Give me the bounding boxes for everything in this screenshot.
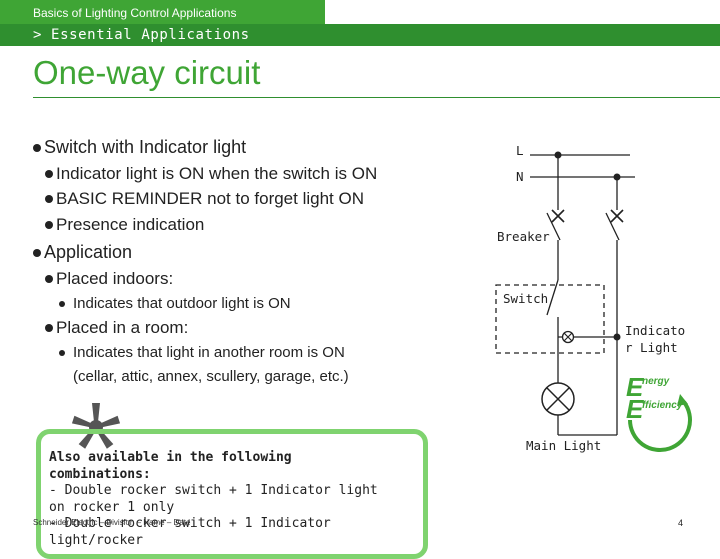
label-breaker: Breaker [497, 229, 550, 244]
bullet-dot-icon [45, 275, 53, 283]
svg-text:nergy: nergy [642, 376, 670, 387]
bullet-basic-reminder: BASIC REMINDER not to forget light ON [45, 189, 364, 209]
breaker-neutral-cross-icon [610, 209, 624, 223]
header-title: Basics of Lighting Control Applications [33, 6, 237, 20]
label-indicator-1: Indicato [625, 323, 685, 338]
label-N: N [516, 169, 524, 184]
breaker-phase-cross-icon [551, 209, 565, 223]
switch-contact [546, 279, 559, 316]
callout-heading-1: Also available in the following [49, 450, 292, 465]
bullet-placed-room: Placed in a room: [45, 318, 188, 338]
energy-efficiency-logo: E nergy E fficiency [626, 372, 692, 452]
bullet-dot-icon [45, 221, 53, 229]
junction-indicator [613, 333, 621, 341]
bullet-dot-icon [59, 301, 65, 307]
header-green-block [0, 0, 325, 24]
page-number: 4 [678, 518, 684, 528]
bullet-another-room: Indicates that light in another room is … [59, 344, 345, 361]
footer-left: Schneider Electric – Division – Name – D… [33, 518, 191, 527]
bullet-dot-icon [45, 195, 53, 203]
title-rule [33, 97, 720, 98]
bullet-another-room-cont: (cellar, attic, annex, scullery, garage,… [73, 368, 349, 385]
bullet-application: Application [33, 242, 132, 263]
breaker-phase-contact [546, 212, 561, 241]
switch-box [495, 284, 605, 354]
label-L: L [516, 143, 524, 158]
svg-text:E: E [626, 394, 644, 424]
callout-heading-2: combinations: [49, 466, 151, 482]
bullet-dot-icon [33, 144, 41, 152]
breaker-neutral-contact [605, 212, 620, 241]
bullet-dot-icon [59, 350, 65, 356]
label-indicator-2: r Light [625, 340, 678, 355]
bullet-dot-icon [45, 170, 53, 178]
bullet-switch-indicator: Switch with Indicator light [33, 137, 246, 158]
bullet-placed-indoors: Placed indoors: [45, 269, 173, 289]
callout-line-3: - Double rocker switch + 1 Indicator [49, 516, 331, 531]
label-main-light: Main Light [526, 438, 601, 453]
bullet-dot-icon [45, 324, 53, 332]
header-subtitle: > Essential Applications [33, 27, 250, 43]
header-subtitle-band [0, 24, 720, 46]
bullet-dot-icon [33, 249, 41, 257]
bullet-presence: Presence indication [45, 215, 204, 235]
callout-line-2: on rocker 1 only [49, 499, 175, 515]
callout-line-1: - Double rocker switch + 1 Indicator lig… [49, 483, 378, 498]
svg-text:E: E [626, 372, 644, 402]
bullet-indicator-on: Indicator light is ON when the switch is… [45, 164, 377, 184]
wiring-diagram: L N Breaker Switch Indicato r Light Main… [495, 143, 692, 453]
bullet-outdoor-light: Indicates that outdoor light is ON [59, 295, 291, 312]
svg-text:fficiency: fficiency [642, 400, 683, 411]
slide-title: One-way circuit [33, 54, 261, 91]
label-switch: Switch [503, 291, 548, 306]
callout-line-4: light/rocker [49, 532, 143, 548]
